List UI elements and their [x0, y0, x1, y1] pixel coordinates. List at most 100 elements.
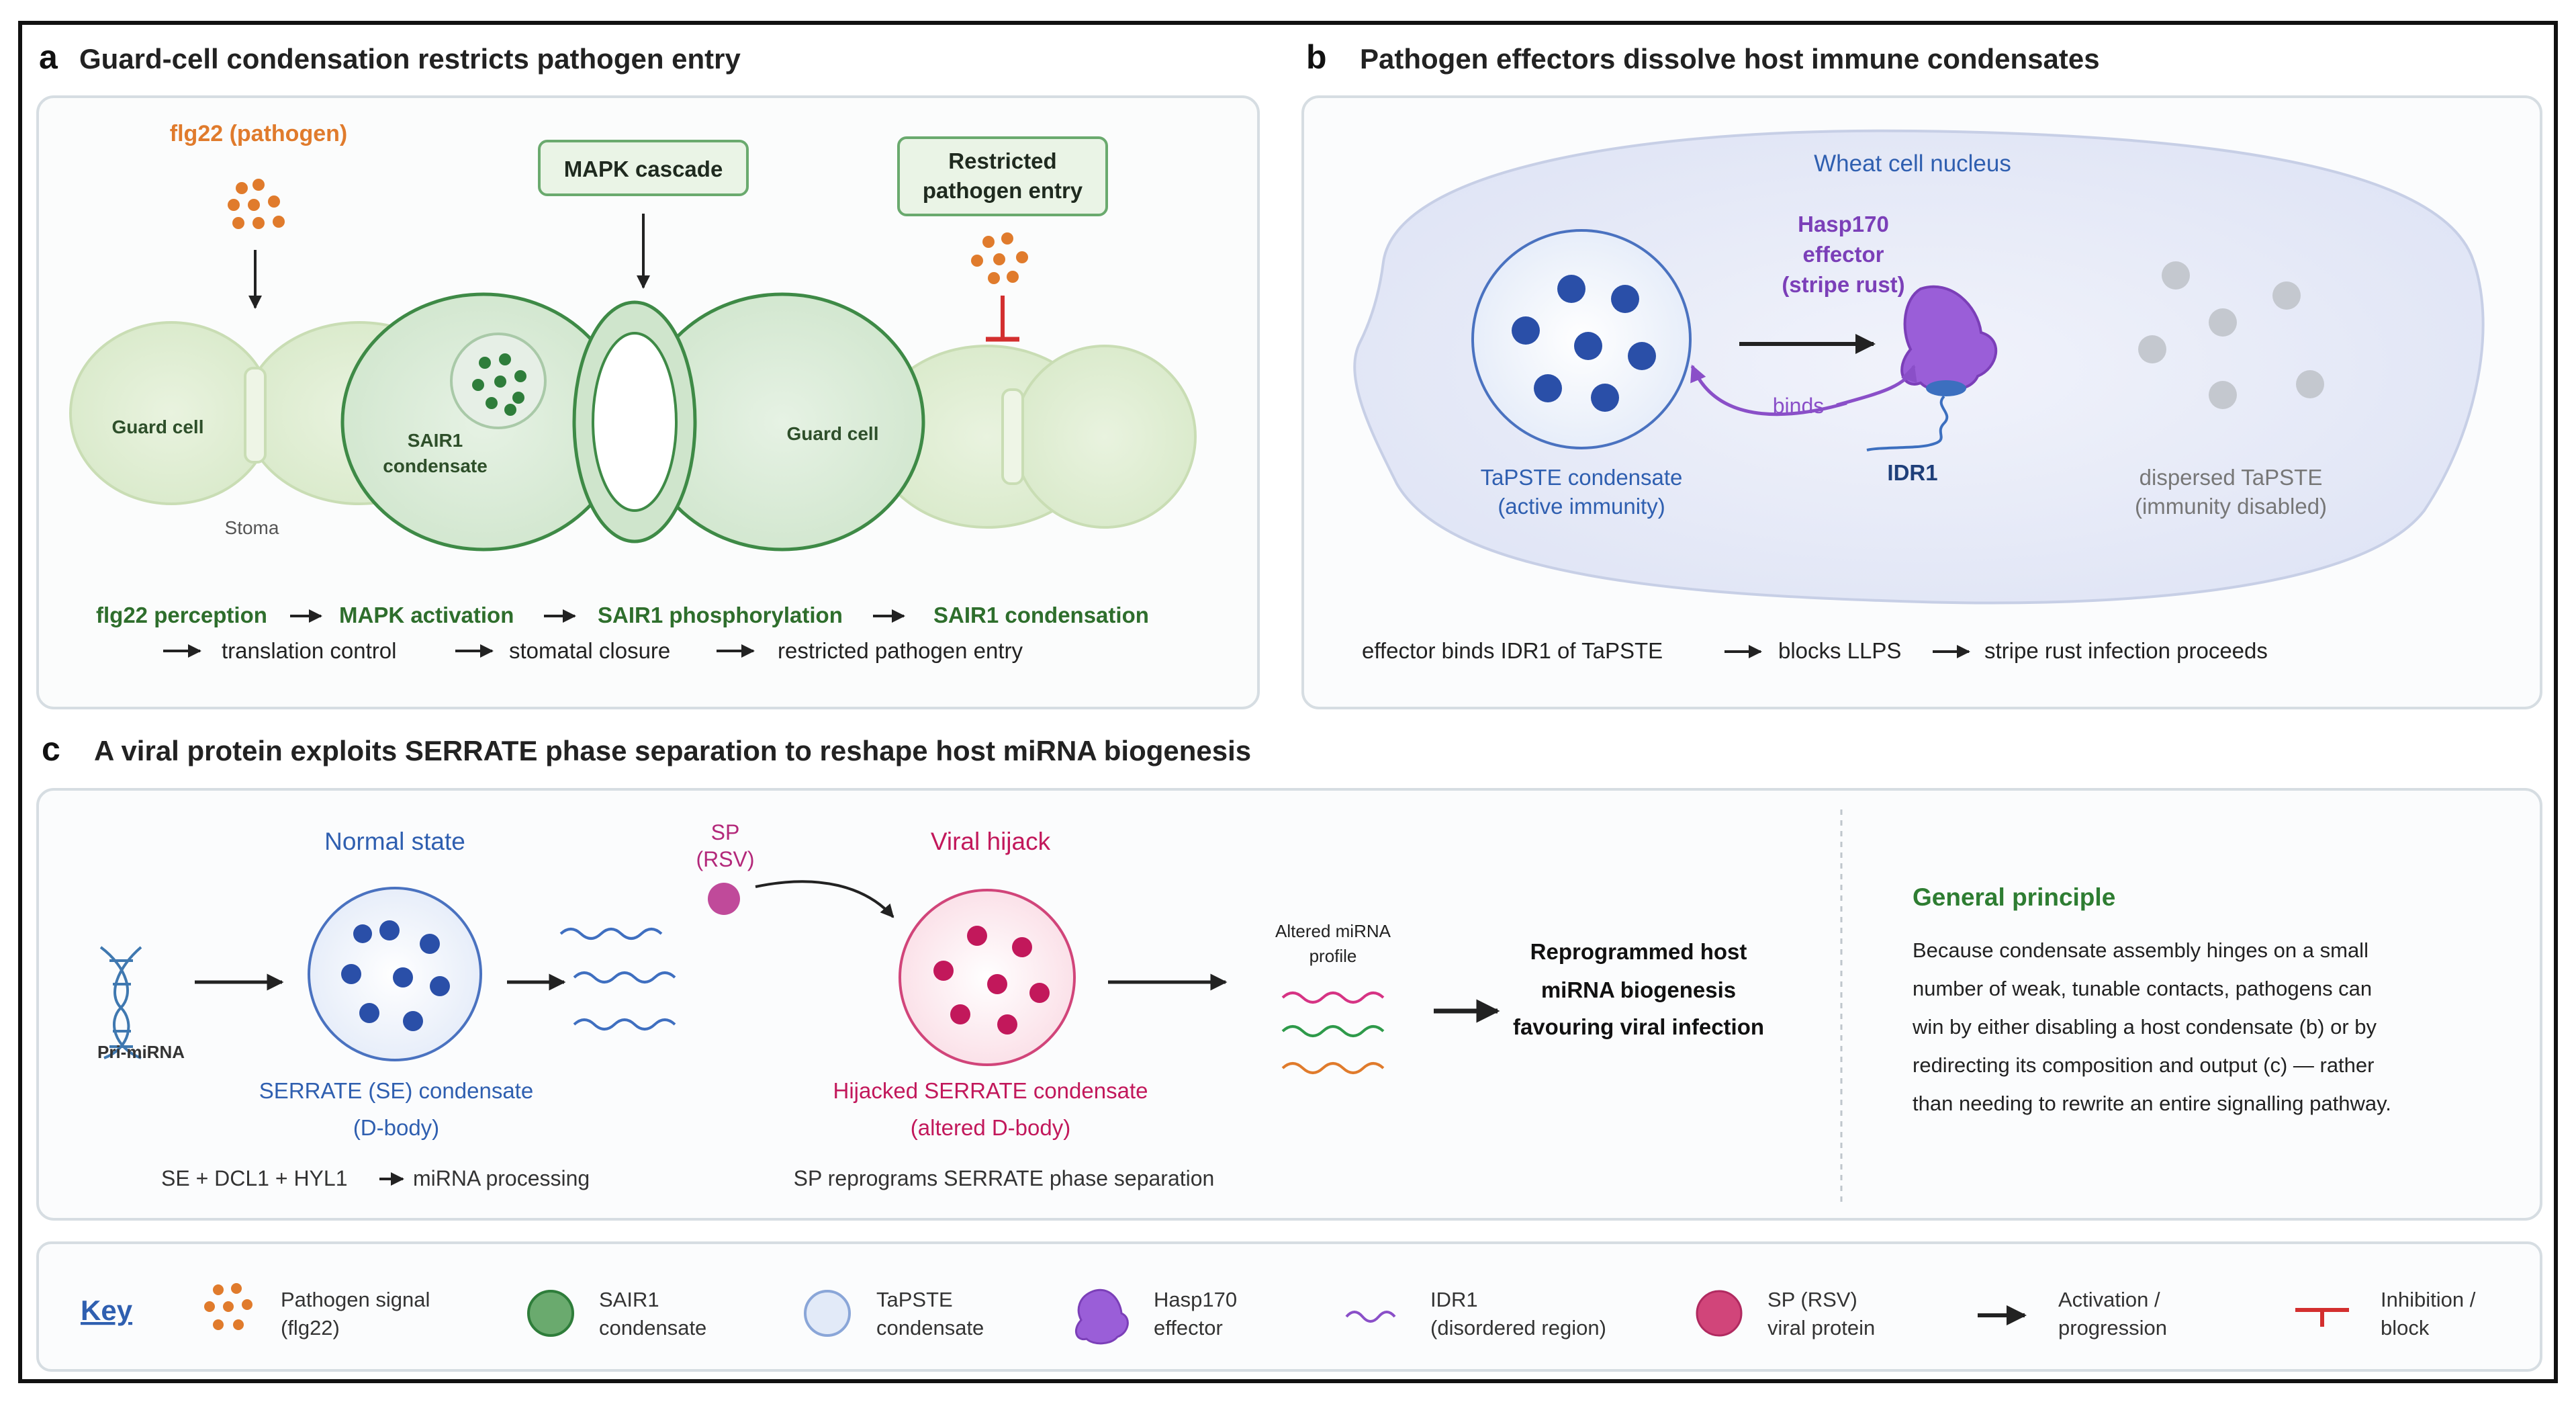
flg22-dots: [228, 179, 285, 229]
hasp170-label-2: effector: [1802, 242, 1884, 267]
flg22-label: flg22 (pathogen): [170, 121, 347, 146]
general-principle-title: General principle: [1913, 883, 2115, 911]
dispersed-label-1: dispersed TaPSTE: [2140, 465, 2323, 490]
panel-c-title: A viral protein exploits SERRATE phase s…: [94, 735, 1251, 766]
altered-label-2: profile: [1309, 946, 1357, 966]
reprog-label-1: Reprogrammed host: [1530, 939, 1747, 964]
key-item-1-l2: (flg22): [281, 1316, 340, 1340]
hijacked-serrate-condensate: [899, 889, 1076, 1066]
key-item-8-l2: block: [2381, 1316, 2430, 1340]
se-label-2: (D-body): [353, 1115, 439, 1140]
normal-state-label: Normal state: [324, 828, 465, 855]
panel-c-box: [36, 788, 2542, 1221]
key-item-7-l1: Activation /: [2058, 1288, 2160, 1311]
flow-b-1: effector binds IDR1 of TaPSTE: [1362, 638, 1663, 663]
key-item-2-l2: condensate: [599, 1316, 706, 1340]
key-tapste-icon: [804, 1290, 851, 1337]
mirna-wave-pink: [1281, 992, 1385, 1004]
flow-a-2: MAPK activation: [339, 603, 514, 627]
restricted-label-1: Restricted: [948, 148, 1056, 173]
key-item-6-l1: SP (RSV): [1767, 1288, 1857, 1311]
key-item-5-l1: IDR1: [1430, 1288, 1478, 1311]
idr1-binding-site: [1926, 380, 1966, 396]
key-item-4-l2: effector: [1154, 1316, 1223, 1340]
restricted-label-2: pathogen entry: [923, 178, 1083, 203]
tapste-dots: [1512, 275, 1656, 412]
key-sair1-icon: [527, 1290, 574, 1337]
mapk-box: [538, 140, 749, 196]
binds-arrow-left: [1690, 364, 1847, 416]
panel-a-title: Guard-cell condensation restricts pathog…: [79, 43, 741, 75]
sair1-label-1: SAIR1: [408, 430, 463, 451]
pore: [244, 367, 267, 464]
panel-b-letter: b: [1306, 38, 1327, 76]
hijacked-label-1: Hijacked SERRATE condensate: [833, 1078, 1148, 1103]
key-item-5-l2: (disordered region): [1430, 1316, 1606, 1340]
key-item-6-l2: viral protein: [1767, 1316, 1875, 1340]
key-item-3-l1: TaPSTE: [876, 1288, 953, 1311]
flow-a-5: translation control: [222, 638, 396, 663]
altered-label-1: Altered miRNA: [1275, 921, 1391, 941]
hijacked-note: SP reprograms SERRATE phase separation: [794, 1166, 1215, 1190]
gp-line-5: than needing to rewrite an entire signal…: [1913, 1092, 2391, 1115]
hijacked-label-2: (altered D-body): [911, 1115, 1070, 1140]
epidermal-cell: [69, 321, 273, 505]
epidermal-cell: [1013, 345, 1197, 529]
reprog-label-3: favouring viral infection: [1513, 1014, 1764, 1039]
panel-b: b Pathogen effectors dissolve host immun…: [1301, 38, 2542, 709]
key-hasp170-icon: [1074, 1288, 1129, 1345]
pore: [1001, 388, 1024, 485]
key-item-2-l1: SAIR1: [599, 1288, 659, 1311]
flow-b-3: stripe rust infection proceeds: [1984, 638, 2268, 663]
sp-label-2: (RSV): [696, 847, 754, 871]
hasp170-label-1: Hasp170: [1798, 212, 1889, 236]
pri-mirna-label: Pri-miRNA: [97, 1042, 185, 1062]
key-item-1-l1: Pathogen signal: [281, 1288, 430, 1311]
key-idr1-icon: [1345, 1311, 1396, 1323]
pri-mirna-dna-icon: [99, 946, 142, 1059]
mirna-wave-green: [1281, 1025, 1385, 1037]
key-title: Key: [81, 1295, 133, 1326]
panel-b-title: Pathogen effectors dissolve host immune …: [1360, 43, 2100, 75]
sair1-dots: [472, 353, 526, 416]
gp-line-1: Because condensate assembly hinges on a …: [1913, 938, 2368, 962]
se-dots: [341, 920, 450, 1031]
key-item-3-l2: condensate: [876, 1316, 984, 1340]
key-pathogen-signal-icon: [204, 1283, 252, 1330]
hasp170-label-3: (stripe rust): [1782, 272, 1904, 297]
panel-a-letter: a: [39, 38, 58, 76]
tapste-label-1: TaPSTE condensate: [1481, 465, 1683, 490]
se-note: SE + DCL1 + HYL1: [161, 1166, 347, 1190]
panel-a: a Guard-cell condensation restricts path…: [36, 38, 1260, 709]
mapk-label: MAPK cascade: [564, 157, 723, 181]
sp-hijack-arrow: [755, 880, 894, 918]
se-label-1: SERRATE (SE) condensate: [259, 1078, 533, 1103]
panel-c-letter: c: [42, 730, 60, 768]
stoma-pore: [592, 332, 678, 512]
idr1-label: IDR1: [1887, 460, 1937, 485]
stoma-label: Stoma: [225, 517, 279, 538]
blocked-pathogen-dots: [971, 232, 1028, 284]
idr1-tail: [1866, 395, 1949, 451]
hijacked-dots: [933, 926, 1050, 1035]
gp-line-2: number of weak, tunable contacts, pathog…: [1913, 977, 2372, 1000]
nucleus-label: Wheat cell nucleus: [1814, 150, 2011, 177]
binds-label: binds: [1773, 394, 1825, 418]
mirna-waves-normal: [559, 928, 676, 1030]
binds-arrow-right: [1836, 364, 1917, 407]
dispersed-label-2: (immunity disabled): [2135, 494, 2327, 519]
gp-line-4: redirecting its composition and output (…: [1913, 1053, 2374, 1077]
dispersed-dots: [2138, 261, 2324, 409]
panel-c: c A viral protein exploits SERRATE phase…: [36, 730, 2542, 1221]
viral-hijack-label: Viral hijack: [931, 828, 1051, 855]
key-item-8-l1: Inhibition /: [2381, 1288, 2476, 1311]
sp-protein: [708, 883, 740, 915]
key-item-7-l2: progression: [2058, 1316, 2167, 1340]
key-box: [36, 1241, 2542, 1372]
flow-a-3: SAIR1 phosphorylation: [598, 603, 843, 627]
sp-label-1: SP: [711, 820, 740, 844]
flow-a-7: restricted pathogen entry: [778, 638, 1023, 663]
sair1-label-2: condensate: [383, 455, 488, 476]
